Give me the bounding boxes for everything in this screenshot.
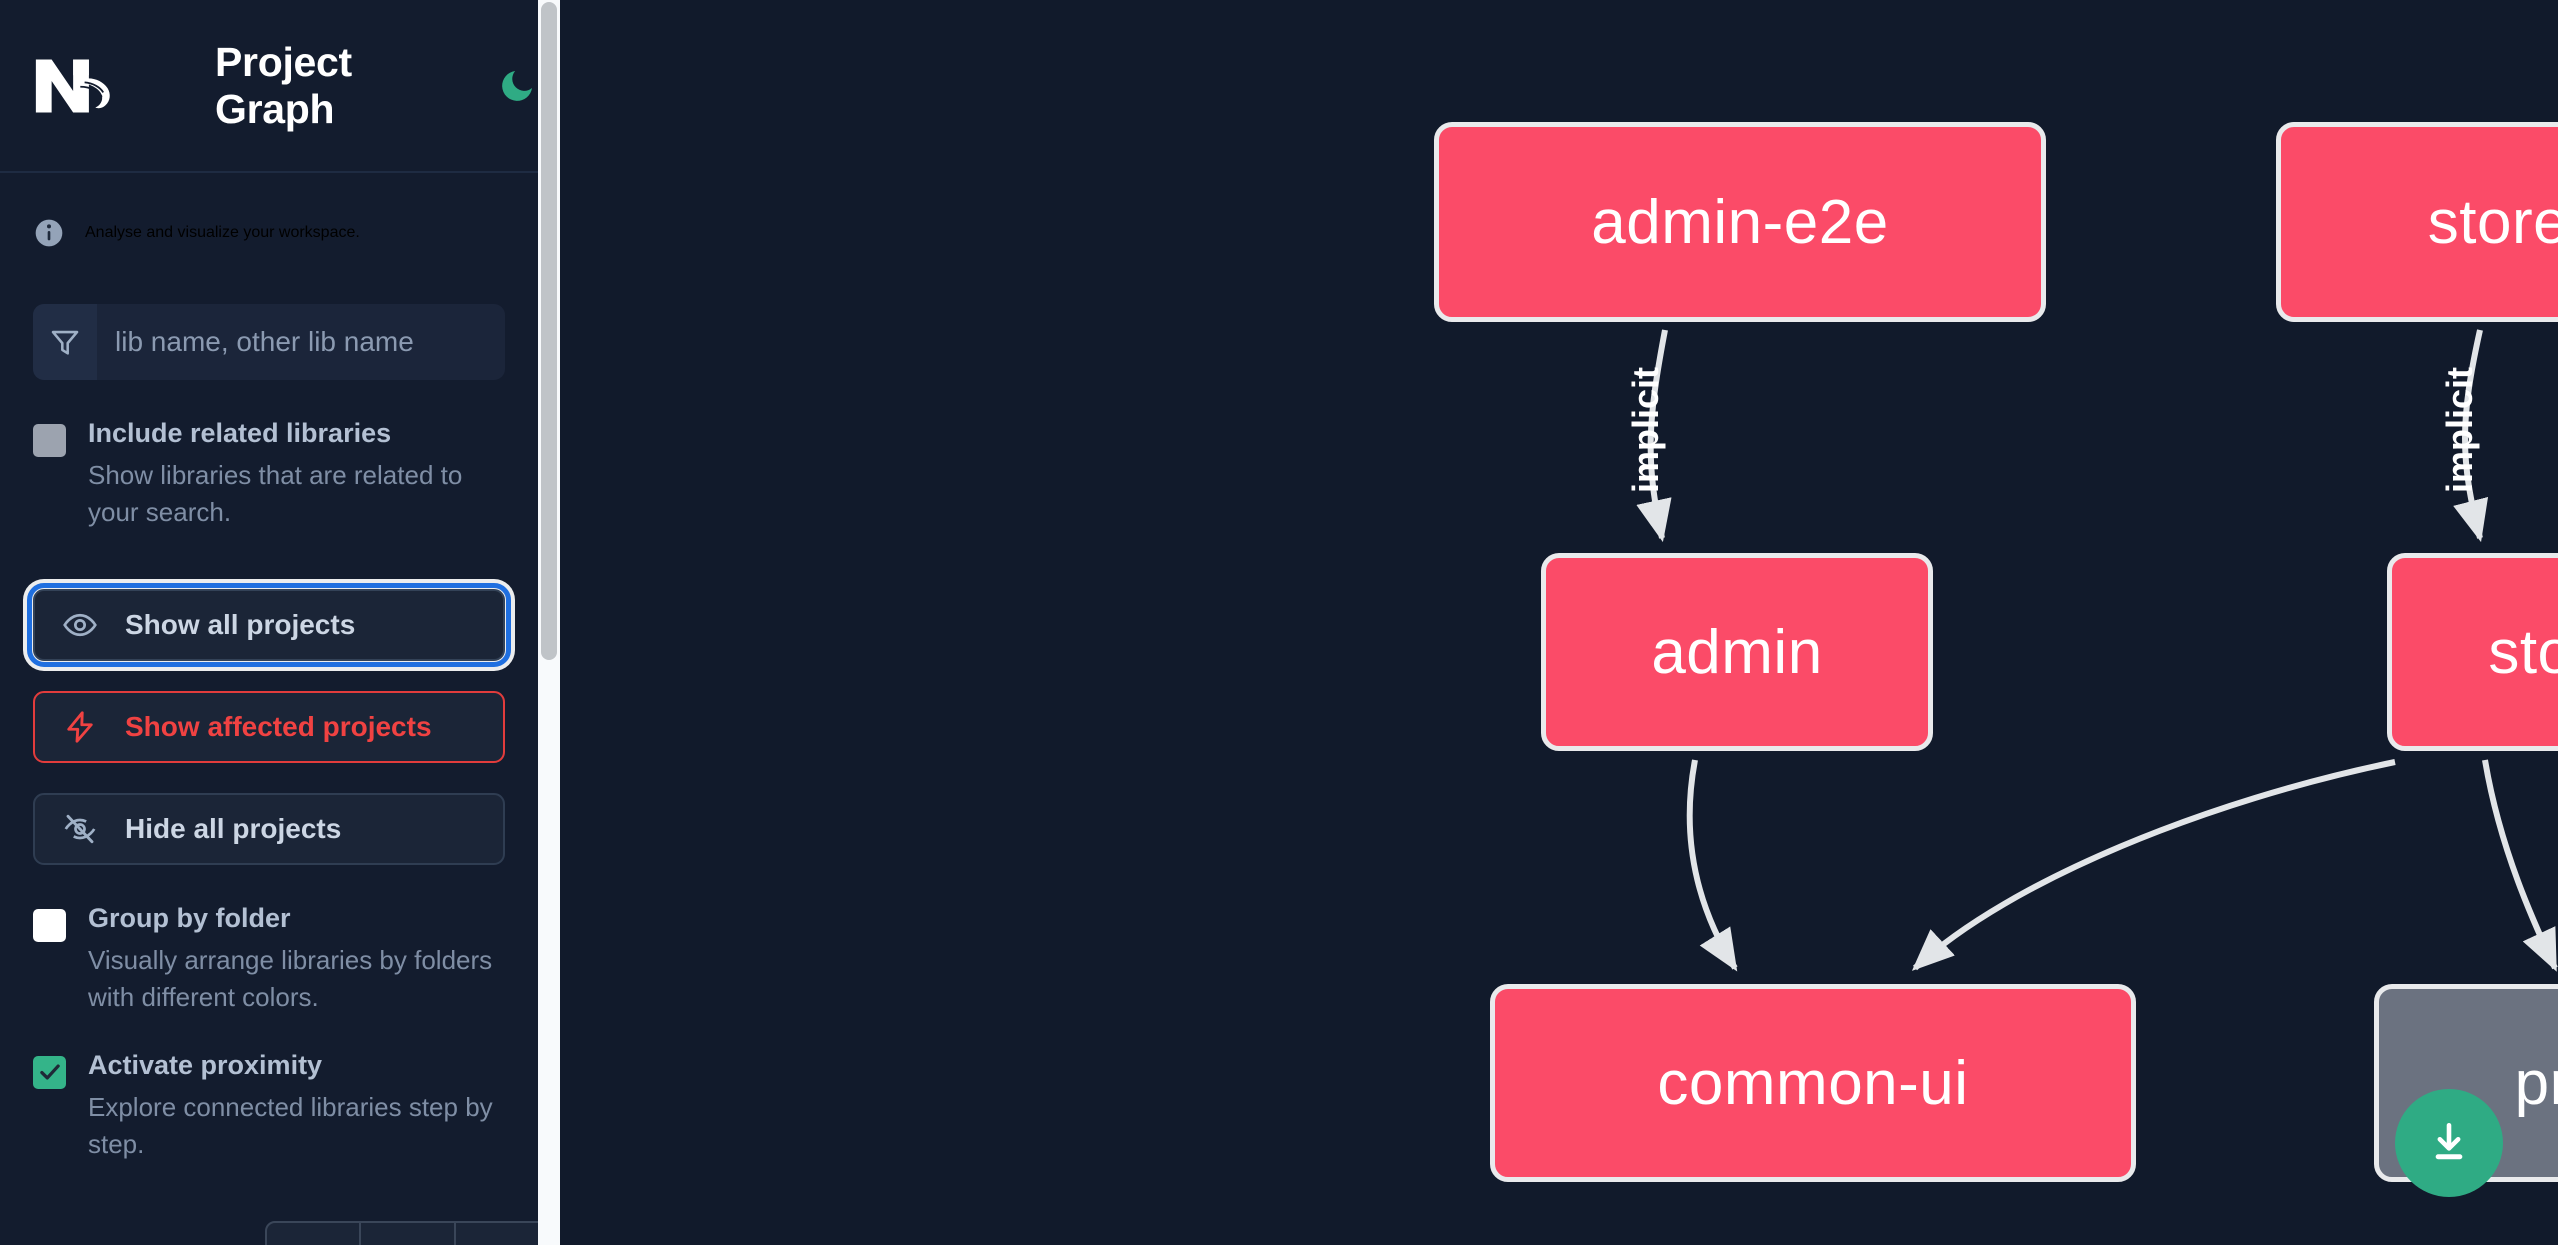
moon-icon[interactable]: [496, 63, 538, 109]
group-by-folder-description: Visually arrange libraries by folders wi…: [88, 944, 493, 1012]
proximity-segment-2[interactable]: [361, 1223, 456, 1245]
sidebar-scroll-content: Project Graph Analyse and visualize your…: [0, 0, 538, 1245]
graph-canvas[interactable]: implicit implicit admin-e2e store-e2e ad…: [560, 0, 2558, 1245]
group-by-folder-checkbox[interactable]: [33, 908, 66, 942]
search-input[interactable]: [97, 304, 505, 380]
workspace-info: Analyse and visualize your workspace.: [0, 173, 538, 249]
edge-store-to-products: [2482, 759, 2558, 972]
project-visibility-buttons: Show all projects Show affected projects: [0, 582, 538, 865]
edge-label-implicit-admin: implicit: [1625, 367, 1666, 493]
show-all-projects-label: Show all projects: [125, 608, 356, 640]
group-by-folder-texts: Group by folder Visually arrange librari…: [88, 903, 505, 1016]
download-icon: [2435, 1123, 2463, 1160]
proximity-step-segmented-control[interactable]: [265, 1221, 538, 1245]
include-related-libraries-description: Show libraries that are related to your …: [88, 460, 463, 527]
workspace-info-text: Analyse and visualize your workspace.: [85, 224, 360, 241]
activate-proximity-checkbox[interactable]: [33, 1055, 66, 1089]
edge-admin-to-common-ui: [1686, 759, 1738, 972]
include-related-libraries-checkbox[interactable]: [33, 424, 66, 457]
lightning-bolt-icon: [61, 708, 99, 746]
graph-node-admin-e2e[interactable]: admin-e2e: [1434, 122, 2046, 322]
eye-icon: [61, 606, 99, 644]
graph-edges: implicit implicit: [1625, 329, 2558, 972]
edge-store-to-common-ui: [1911, 759, 2396, 971]
info-circle-icon: [33, 217, 65, 249]
activate-proximity-description: Explore connected libraries step by step…: [88, 1091, 493, 1159]
checkbox-row-include-related-libraries: Include related libraries Show libraries…: [0, 418, 538, 531]
sidebar-scrollbar-track[interactable]: [538, 0, 560, 1245]
activate-proximity-label[interactable]: Activate proximity: [88, 1049, 323, 1080]
sidebar-header: Project Graph: [0, 0, 538, 173]
download-button[interactable]: [2395, 1089, 2503, 1197]
show-affected-projects-button[interactable]: Show affected projects: [33, 690, 505, 763]
graph-node-store[interactable]: store: [2387, 553, 2558, 751]
graph-node-common-ui[interactable]: common-ui: [1490, 984, 2136, 1182]
show-affected-projects-label: Show affected projects: [125, 710, 432, 742]
graph-node-admin[interactable]: admin: [1541, 553, 1933, 751]
activate-proximity-texts: Activate proximity Explore connected lib…: [88, 1050, 505, 1163]
graph-node-store-e2e[interactable]: store-e2e: [2276, 122, 2558, 322]
checkbox-row-activate-proximity: Activate proximity Explore connected lib…: [0, 1050, 538, 1163]
proximity-segment-3[interactable]: [456, 1223, 538, 1245]
filter-icon[interactable]: [33, 304, 97, 380]
page-title: Project Graph: [215, 38, 352, 132]
checkbox-row-group-by-folder: Group by folder Visually arrange librari…: [0, 903, 538, 1016]
include-related-libraries-texts: Include related libraries Show libraries…: [88, 418, 505, 531]
sidebar: Project Graph Analyse and visualize your…: [0, 0, 560, 1245]
nx-logo-icon: [33, 55, 119, 117]
show-all-projects-button[interactable]: Show all projects: [27, 582, 511, 667]
sidebar-scrollbar-thumb[interactable]: [541, 2, 557, 660]
hide-all-projects-label: Hide all projects: [125, 812, 342, 844]
edge-store-e2e-to-store: [2453, 329, 2489, 543]
search-bar: [33, 304, 505, 380]
hide-all-projects-button[interactable]: Hide all projects: [33, 792, 505, 865]
group-by-folder-label[interactable]: Group by folder: [88, 902, 291, 933]
edge-admin-e2e-to-admin: [1636, 329, 1672, 543]
proximity-segment-1[interactable]: [267, 1223, 362, 1245]
include-related-libraries-label[interactable]: Include related libraries: [88, 418, 392, 448]
eye-off-icon: [61, 810, 99, 848]
edge-label-implicit-store: implicit: [2439, 367, 2480, 493]
